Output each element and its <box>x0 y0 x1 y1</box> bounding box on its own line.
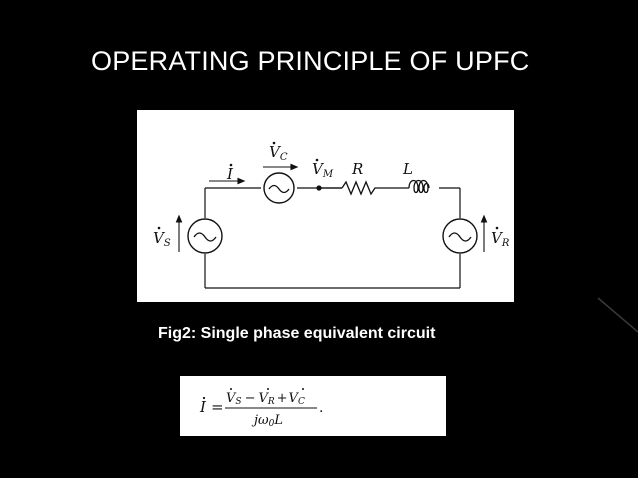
formula-vr: V <box>258 391 269 406</box>
resistor-r <box>341 180 377 196</box>
formula-vs-sub: S <box>235 397 241 407</box>
formula-period: . <box>319 400 323 416</box>
formula-vc-sub: C <box>298 397 305 407</box>
svg-text:jω0L: jω0L <box>251 413 283 429</box>
formula-vr-sub: R <box>267 397 275 407</box>
label-vc-sub: C <box>280 152 288 163</box>
slide-title: OPERATING PRINCIPLE OF UPFC <box>91 46 530 76</box>
label-r: R <box>351 160 363 178</box>
formula-den-l: L <box>273 413 283 428</box>
svg-text:VM: VM <box>312 160 334 180</box>
receiving-source <box>442 218 478 254</box>
label-vc: V <box>269 143 282 161</box>
label-vm-sub: M <box>322 169 334 180</box>
formula-lhs: I <box>199 398 207 416</box>
formula-minus: − <box>245 391 256 406</box>
svg-text:VS−VR+VC: VS−VR+VC <box>226 391 305 407</box>
svg-text:VR: VR <box>491 229 510 249</box>
node-vm <box>316 185 322 191</box>
label-vm: V <box>312 160 325 178</box>
label-l: L <box>402 160 413 178</box>
formula-den-sub: 0 <box>269 419 275 429</box>
label-vr: V <box>491 229 504 247</box>
sending-source <box>187 218 223 254</box>
label-vr-sub: R <box>501 238 510 249</box>
circuit-diagram: VC I VM R L VS VR <box>137 110 514 302</box>
formula-plus: + <box>277 391 288 406</box>
label-i: I <box>226 165 234 183</box>
formula-vs: V <box>226 391 237 406</box>
label-vs: V <box>153 229 166 247</box>
current-formula: I = VS−VR+VC jω0L . <box>180 376 446 436</box>
label-vs-sub: S <box>164 238 171 249</box>
series-source <box>263 172 295 204</box>
formula-equals: = <box>211 398 224 416</box>
inductor-l <box>408 179 430 194</box>
figure-caption: Fig2: Single phase equivalent circuit <box>158 325 436 342</box>
svg-text:VC: VC <box>269 143 288 163</box>
svg-text:VS: VS <box>153 229 171 249</box>
formula-den-j: jω <box>251 413 269 428</box>
formula-vc: V <box>289 391 300 406</box>
